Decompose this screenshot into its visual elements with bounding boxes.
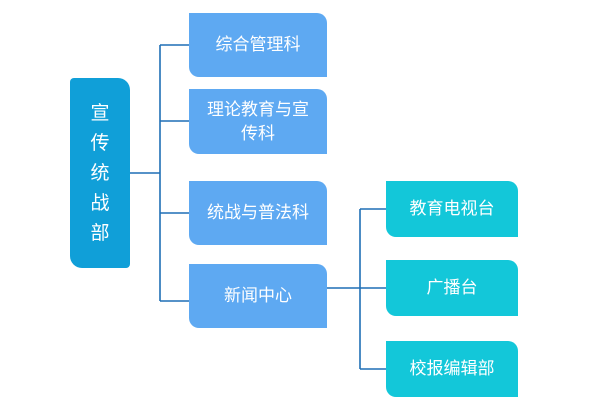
branch-label: 统战与普法科 <box>207 203 309 223</box>
leaf-label: 教育电视台 <box>409 199 495 219</box>
leaf-label: 广播台 <box>426 278 478 298</box>
branch-label: 新闻中心 <box>224 286 292 306</box>
branch-node-general-management: 综合管理科 <box>189 13 327 77</box>
branch-label: 理论教育与宣传科 <box>207 99 309 144</box>
branch-node-united-front-legal: 统战与普法科 <box>189 181 327 245</box>
leaf-node-education-tv: 教育电视台 <box>386 181 518 237</box>
branch-label: 综合管理科 <box>215 35 301 55</box>
leaf-node-school-newspaper: 校报编辑部 <box>386 341 518 397</box>
root-label: 宣传统战部 <box>90 102 110 244</box>
branch-node-news-center: 新闻中心 <box>189 264 327 328</box>
leaf-label: 校报编辑部 <box>409 359 495 379</box>
branch-node-theory-education-propaganda: 理论教育与宣传科 <box>189 89 327 154</box>
leaf-node-radio-station: 广播台 <box>386 260 518 316</box>
root-node-propaganda-united-front-dept: 宣传统战部 <box>70 78 130 268</box>
